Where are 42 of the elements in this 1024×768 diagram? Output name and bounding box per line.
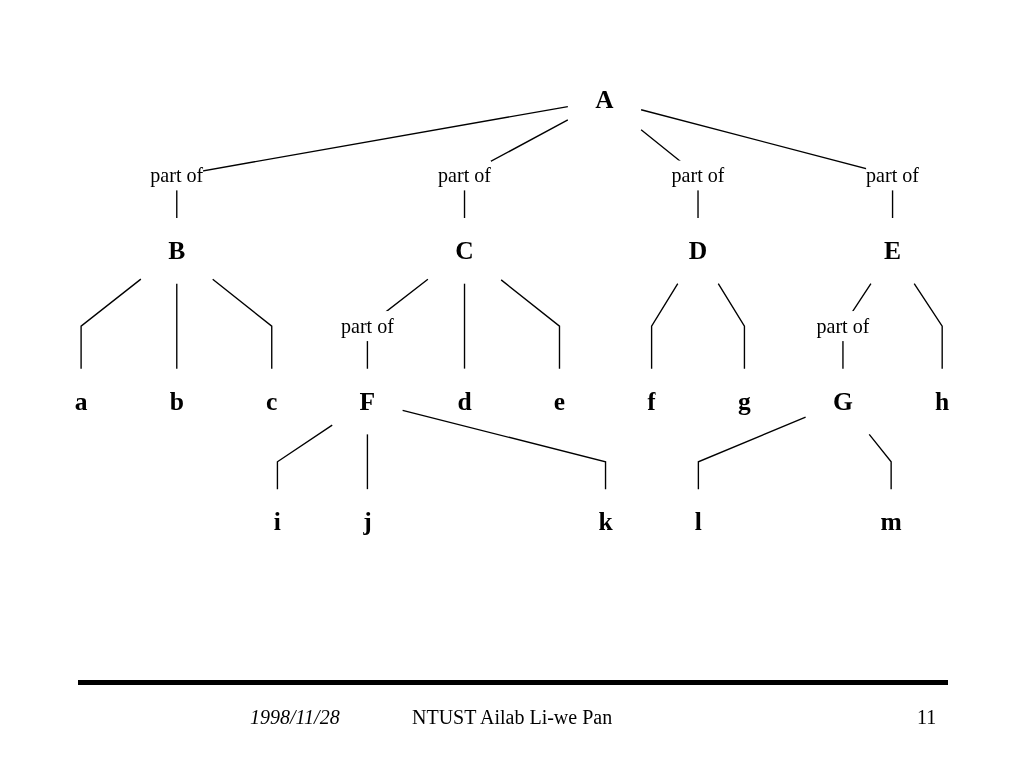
node-text: j [363,507,372,536]
edge-label: part of [671,164,725,187]
edge-label: part of [340,314,394,338]
connector [717,283,746,370]
node-text: A [595,85,614,114]
connector [212,278,273,370]
edge-label: part of [150,164,204,187]
node-text: F [359,386,376,416]
date-text: 1998/11/28 [250,706,340,729]
node-text: m [880,507,902,536]
connector [366,433,369,490]
node-text: b [169,386,184,416]
connector [868,433,892,490]
connector [276,424,333,490]
connector [913,283,943,370]
edge-label: part of [866,164,920,187]
edge-label: part of [816,314,870,338]
connector [176,283,178,370]
connector [500,279,561,370]
node-text: G [833,386,853,416]
connector [80,278,142,370]
node-text: f [647,386,656,416]
connector [463,283,466,370]
author-text: NTUST Ailab Li-we Pan [412,706,613,729]
node-text: g [738,386,751,416]
node-text: l [694,507,702,536]
node-text: k [598,507,613,536]
node-text: E [884,236,902,265]
connector [401,409,607,490]
node-text: a [74,386,88,416]
node-text: e [553,386,566,416]
node-text: d [457,386,472,416]
node-text: i [273,507,281,536]
node-text: C [455,236,474,265]
node-text: B [168,236,186,265]
node-text: D [688,236,708,265]
connector [650,283,679,370]
node-text: c [266,386,278,416]
connector [697,416,807,490]
edge-label: part of [438,164,492,187]
node-text: h [935,386,950,416]
page-number: 11 [917,706,937,729]
